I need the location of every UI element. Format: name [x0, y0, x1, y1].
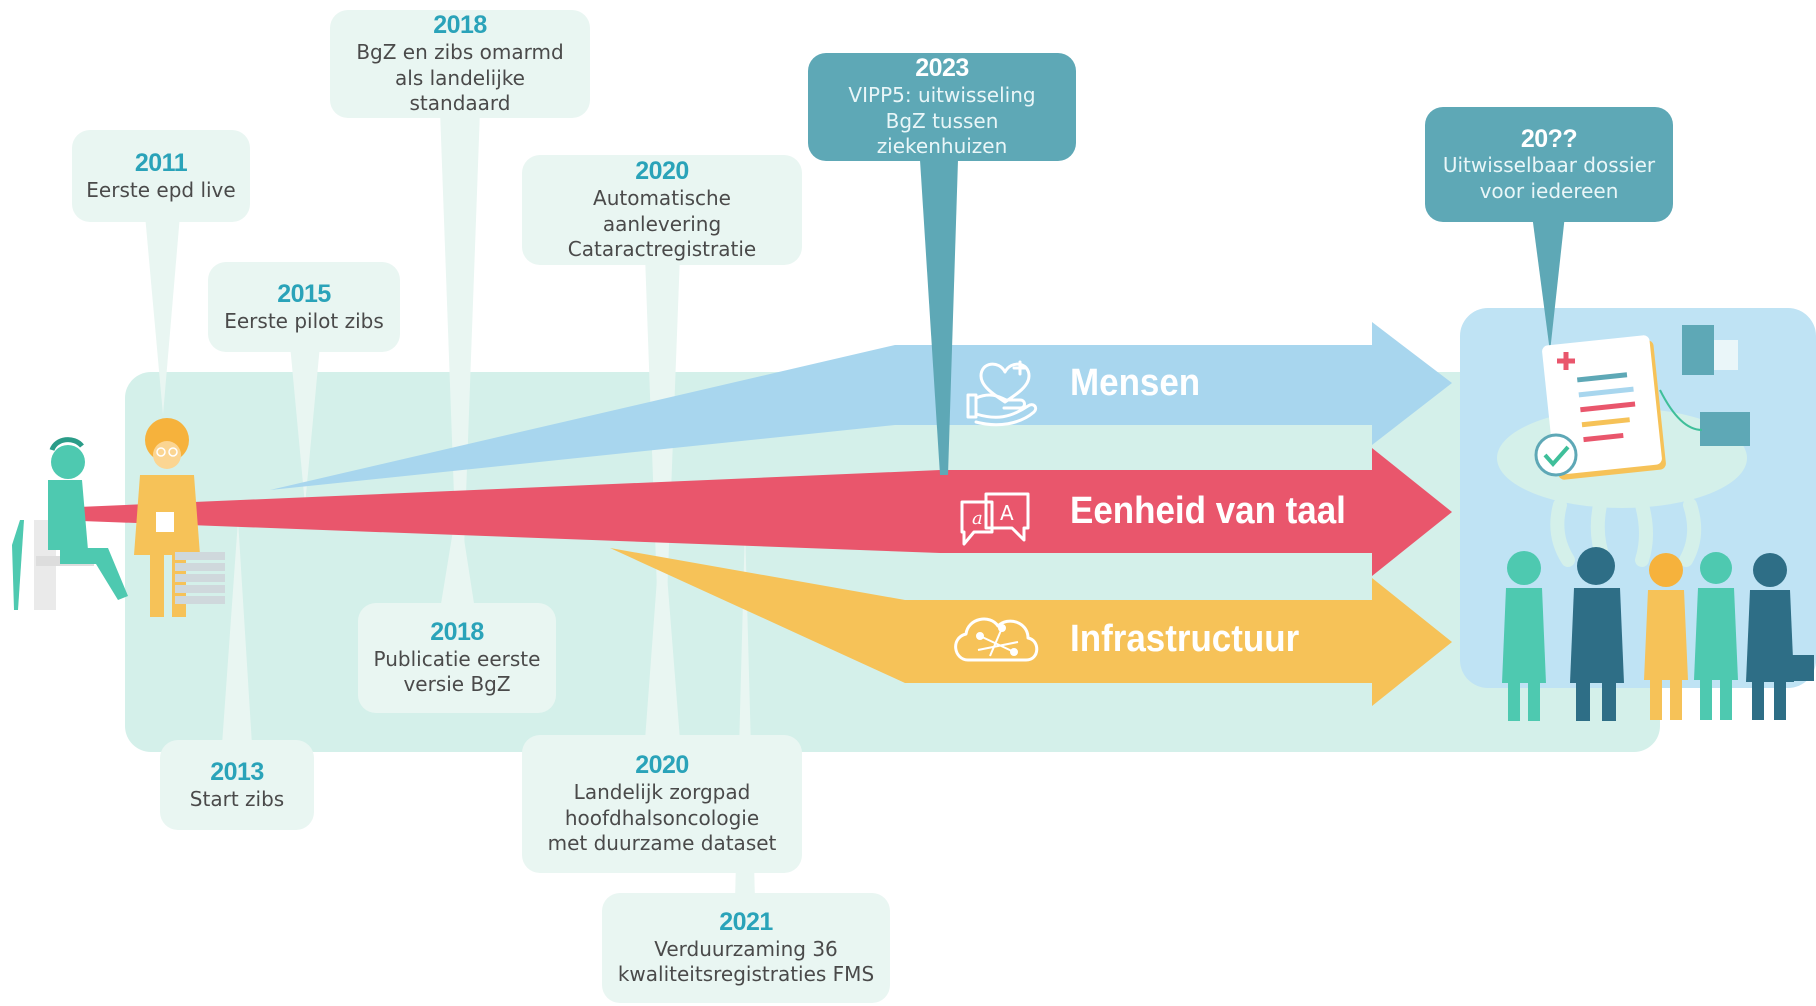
care-team-figures [1502, 547, 1814, 721]
patient-figure [12, 437, 128, 610]
taal-arrow [55, 448, 1452, 576]
milestone-2020-zorgpad: 2020 Landelijk zorgpad hoofdhalsoncologi… [522, 735, 802, 873]
mensen-arrow [270, 322, 1452, 490]
doctor-figure [134, 418, 225, 617]
milestone-year: 2021 [719, 908, 773, 937]
milestone-year: 2013 [210, 757, 264, 786]
hospital-building-icons [1659, 325, 1750, 446]
milestone-year: 20?? [1520, 124, 1578, 153]
milestone-text: Start zibs [189, 786, 285, 811]
milestone-year: 2020 [635, 157, 689, 186]
milestone-text: Eerste pilot zibs [224, 308, 384, 333]
cloud-network-icon [954, 617, 1039, 662]
milestone-year: 2023 [915, 54, 969, 83]
svg-text:A: A [1000, 501, 1014, 525]
milestone-future: 20?? Uitwisselbaar dossier voor iedereen [1425, 107, 1673, 222]
milestone-year: 2011 [134, 148, 188, 177]
milestone-text: Automatische aanlevering Cataractregistr… [567, 185, 757, 262]
milestone-text: VIPP5: uitwisseling BgZ tussen ziekenhui… [848, 82, 1036, 159]
milestone-year: 2020 [635, 751, 689, 780]
milestone-2013: 2013 Start zibs [160, 740, 314, 830]
medical-record-document-icon [1534, 335, 1666, 480]
svg-text:a: a [972, 508, 983, 529]
milestone-text: Publicatie eerste versie BgZ [373, 646, 541, 697]
milestone-year: 2015 [277, 279, 331, 308]
milestone-2018-standard: 2018 BgZ en zibs omarmd als landelijke s… [330, 10, 590, 118]
infra-arrow [610, 548, 1452, 706]
taal-label: Eenheid van taal [1070, 490, 1346, 532]
milestone-2018-publication: 2018 Publicatie eerste versie BgZ [358, 603, 556, 713]
milestone-text: Uitwisselbaar dossier voor iedereen [1442, 153, 1656, 203]
milestone-text: BgZ en zibs omarmd als landelijke standa… [356, 39, 564, 116]
milestone-2023: 2023 VIPP5: uitwisseling BgZ tussen ziek… [808, 53, 1076, 161]
timeline-band [125, 372, 1660, 752]
milestone-year: 2018 [430, 618, 484, 647]
tail-20xx [1532, 215, 1565, 352]
mensen-label: Mensen [1070, 362, 1201, 404]
milestone-2020-cataract: 2020 Automatische aanlevering Cataractre… [522, 155, 802, 265]
milestone-text: Verduurzaming 36 kwaliteitsregistraties … [617, 936, 875, 987]
milestone-text: Eerste epd live [86, 177, 236, 202]
milestone-text: Landelijk zorgpad hoofdhalsoncologie met… [547, 779, 777, 856]
infra-label: Infrastructuur [1070, 618, 1300, 660]
milestone-2015: 2015 Eerste pilot zibs [208, 262, 400, 352]
milestone-2011: 2011 Eerste epd live [72, 130, 250, 222]
caring-hand-heart-icon [966, 360, 1038, 427]
milestone-2021: 2021 Verduurzaming 36 kwaliteitsregistra… [602, 893, 890, 1003]
speech-bubbles-icon: a A [960, 492, 1030, 546]
tail-2023 [920, 160, 958, 475]
milestone-year: 2018 [433, 11, 487, 40]
